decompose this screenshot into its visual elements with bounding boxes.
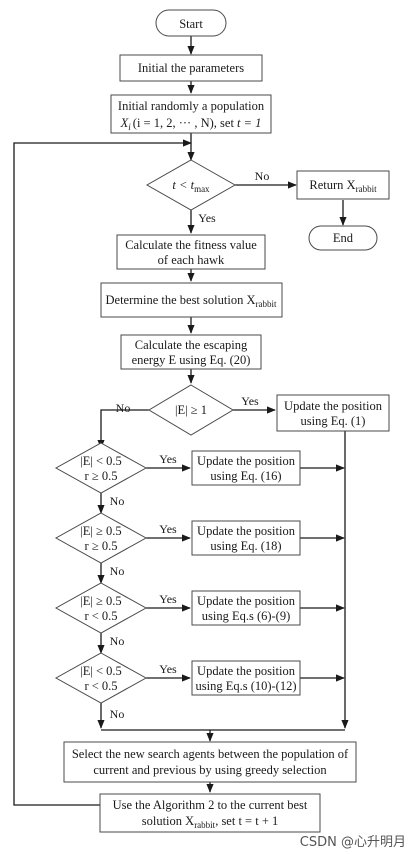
fitness-node: Calculate the fitness value of each hawk [116, 234, 266, 270]
label-no-c2: No [110, 564, 125, 578]
max-subscript: max [194, 184, 210, 194]
select-agents-node: Select the new search agents between the… [63, 741, 357, 783]
escape-line2: energy E using Eq. (20) [132, 353, 251, 367]
algo2-line2: solution Xrabbit, set t = t + 1 [142, 814, 279, 830]
update-eq6-9-node: Update the position using Eq.s (6)-(9) [191, 590, 301, 626]
label-no-c3: No [110, 634, 125, 648]
update-eq1-line2: using Eq. (1) [301, 414, 366, 428]
return-node: Return Xrabbit [296, 170, 390, 200]
label-no-c1: No [110, 494, 125, 508]
label-yes-energy: Yes [241, 394, 259, 408]
return-label: Return Xrabbit [309, 178, 377, 194]
label-yes-c2: Yes [159, 522, 177, 536]
init-params-label: Initial the parameters [138, 61, 244, 75]
rabbit-subscript: rabbit [255, 299, 276, 309]
start-label: Start [179, 17, 203, 31]
escape-line1: Calculate the escaping [135, 338, 248, 352]
x-symbol: X [120, 116, 130, 130]
pop-range: (i = 1, 2, ··· , N) [133, 116, 214, 130]
end-label: End [333, 231, 354, 245]
update-eq16-line1: Update the position [197, 454, 296, 468]
fitness-line2: of each hawk [158, 253, 225, 267]
update-eq16-node: Update the position using Eq. (16) [191, 450, 301, 486]
update-eq18-line2: using Eq. (18) [210, 539, 281, 553]
cond2-decision: |E| ≥ 0.5 r ≥ 0.5 [54, 512, 148, 564]
update-eq6-9-line1: Update the position [197, 594, 296, 608]
label-yes-c1: Yes [159, 452, 177, 466]
update-eq18-line1: Update the position [197, 524, 296, 538]
algorithm2-node: Use the Algorithm 2 to the current best … [99, 793, 321, 833]
watermark: CSDN @心升明月 [300, 835, 406, 850]
energy-check-label: |E| ≥ 1 [175, 403, 207, 417]
update-eq6-9-line2: using Eq.s (6)-(9) [202, 609, 291, 623]
cond2-line2: r ≥ 0.5 [85, 539, 118, 553]
update-eq16-line2: using Eq. (16) [210, 469, 281, 483]
select-line1: Select the new search agents between the… [72, 747, 349, 761]
escape-energy-node: Calculate the escaping energy E using Eq… [120, 334, 262, 370]
cond1-line1: |E| < 0.5 [80, 454, 122, 468]
cond2-line1: |E| ≥ 0.5 [80, 524, 121, 538]
update-eq10-12-node: Update the position using Eq.s (10)-(12) [191, 660, 301, 696]
i-subscript: i [128, 122, 131, 132]
cond4-line2: r < 0.5 [84, 679, 117, 693]
select-line2: current and previous by using greedy sel… [93, 763, 327, 777]
rabbit-subscript: rabbit [194, 820, 215, 830]
cond3-line1: |E| ≥ 0.5 [80, 594, 121, 608]
label-yes-c4: Yes [159, 662, 177, 676]
cond4-decision: |E| < 0.5 r < 0.5 [54, 652, 148, 704]
rabbit-subscript: rabbit [356, 184, 377, 194]
label-no-loop: No [255, 169, 270, 183]
t-eq-1: t = 1 [237, 116, 261, 130]
label-yes-c3: Yes [159, 592, 177, 606]
end-node: End [308, 225, 378, 251]
label-no-energy: No [116, 401, 131, 415]
update-eq18-node: Update the position using Eq. (18) [191, 520, 301, 556]
init-params-node: Initial the parameters [119, 54, 263, 82]
cond1-line2: r ≥ 0.5 [85, 469, 118, 483]
start-node: Start [155, 9, 227, 37]
fitness-line1: Calculate the fitness value [125, 238, 257, 252]
edge-echeck-no [97, 409, 149, 449]
cond1-decision: |E| < 0.5 r ≥ 0.5 [54, 442, 148, 494]
cond3-decision: |E| ≥ 0.5 r < 0.5 [54, 582, 148, 634]
edge-labels: No Yes Yes No Yes No Yes No Yes No Yes N… [110, 169, 270, 721]
update-eq10-12-line2: using Eq.s (10)-(12) [195, 679, 296, 693]
init-pop-line1: Initial randomly a population [118, 99, 265, 113]
init-pop-node: Initial randomly a population Xi(i = 1, … [110, 94, 272, 134]
update-eq10-12-line1: Update the position [197, 664, 296, 678]
best-solution-label: Determine the best solution Xrabbit [106, 293, 277, 309]
cond4-line1: |E| < 0.5 [80, 664, 122, 678]
best-solution-node: Determine the best solution Xrabbit [100, 282, 283, 318]
loop-check-label: t < tmax [172, 178, 210, 194]
cond3-line2: r < 0.5 [84, 609, 117, 623]
update-eq1-node: Update the position using Eq. (1) [276, 394, 390, 432]
init-pop-set: , set [214, 116, 235, 130]
energy-check-decision: |E| ≥ 1 [148, 384, 234, 436]
update-eq1-line1: Update the position [284, 399, 383, 413]
algo2-line1: Use the Algorithm 2 to the current best [113, 798, 308, 812]
loop-check-decision: t < tmax [145, 159, 237, 211]
label-yes-loop: Yes [198, 211, 216, 225]
label-no-c4: No [110, 707, 125, 721]
